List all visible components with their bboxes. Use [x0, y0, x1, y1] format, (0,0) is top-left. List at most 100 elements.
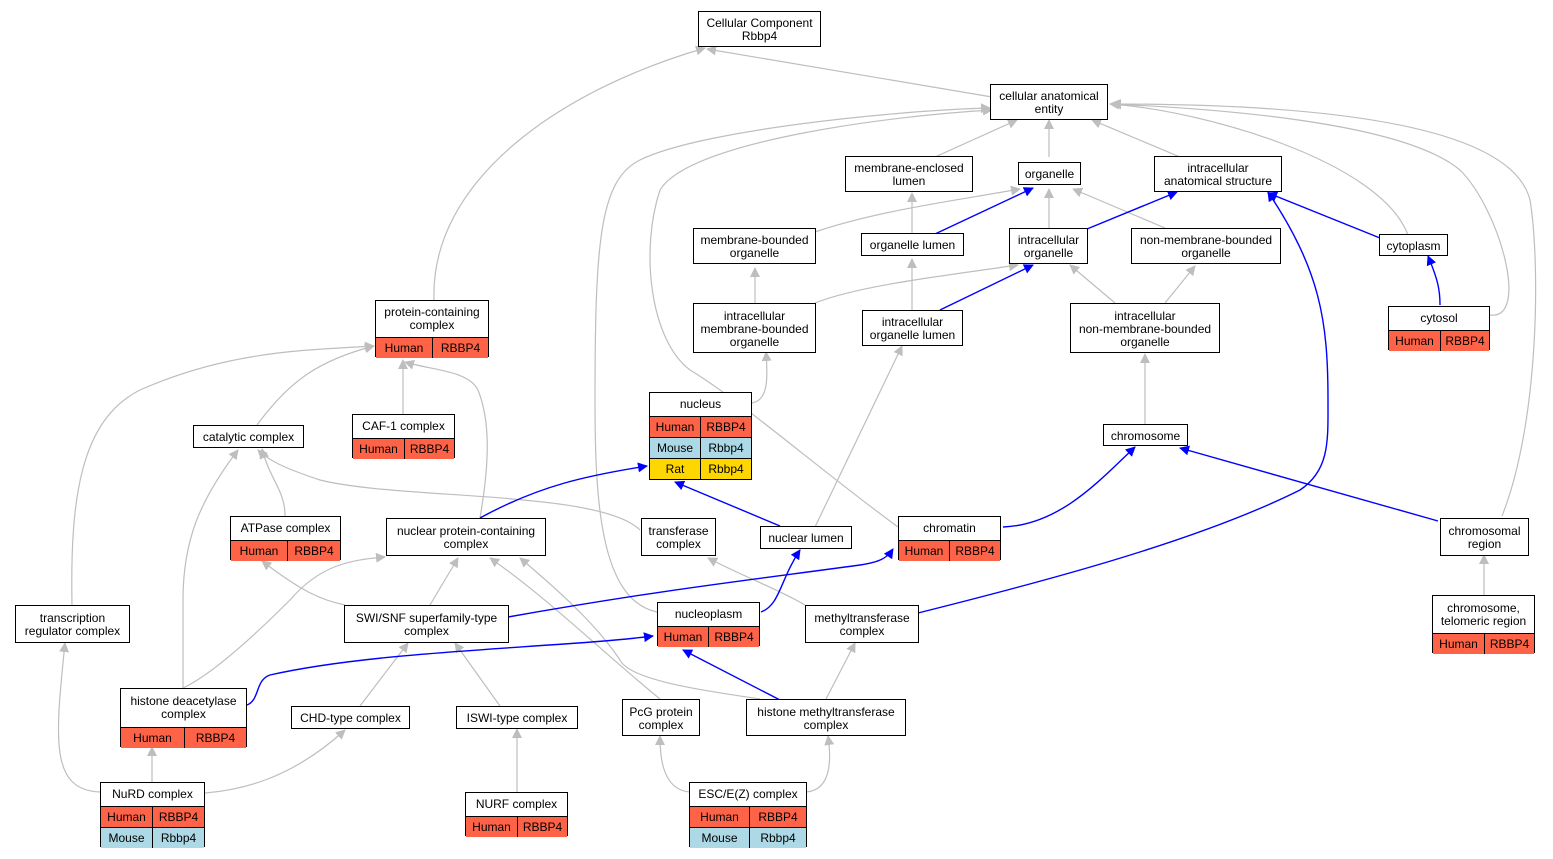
edge-cytosol-cae: [1111, 99, 1510, 316]
edge-mel-cae: [934, 119, 1018, 158]
edge-hdac-npc: [182, 552, 386, 689]
edge-npc-pcc: [404, 359, 488, 519]
node-intracellular-organelle-lumen: intracellular organelle lumen: [862, 310, 963, 346]
species-label: Human: [376, 338, 432, 358]
edge-esc-hmt: [805, 735, 835, 793]
species-label: Human: [650, 417, 700, 437]
species-label: Human: [353, 439, 404, 459]
gene-symbol: RBBP4: [749, 807, 806, 827]
edge-trc-pcc: [71, 341, 375, 606]
node-catalytic-complex: catalytic complex: [193, 425, 304, 448]
species-label: Human: [899, 541, 949, 561]
gene-symbol: Rbbp4: [700, 438, 751, 458]
gene-symbol: RBBP4: [1440, 331, 1489, 351]
node-nuclear-lumen: nuclear lumen: [760, 526, 852, 549]
gene-symbol: Rbbp4: [700, 459, 751, 479]
node-chromosomal-region: chromosomal region: [1440, 518, 1529, 556]
edge-nlum-iol: [814, 345, 903, 528]
edge-trf-cat: [257, 449, 641, 531]
node-cellular-component: Cellular Component Rbbp4: [698, 11, 821, 47]
node-non-membrane-bounded-organelle: non-membrane-bounded organelle: [1131, 228, 1281, 264]
species-label: Mouse: [101, 828, 152, 848]
node-organelle-lumen: organelle lumen: [861, 233, 964, 256]
gene-symbol: RBBP4: [949, 541, 1000, 561]
edge-nucp-nlum: [760, 549, 801, 613]
edge-mtc-ias: [917, 191, 1329, 614]
node-histone-methyltransferase-complex: histone methyltransferase complex: [746, 699, 906, 736]
edge-imbo-io: [814, 261, 1019, 304]
gene-symbol: RBBP4: [700, 417, 751, 437]
node-pcg-protein-complex: PcG protein complex: [622, 699, 700, 736]
edge-cae-cc: [706, 45, 993, 98]
edge-cyto-cae: [1109, 99, 1409, 236]
edge-atp-cat: [259, 448, 286, 517]
node-cytoplasm: cytoplasm: [1379, 234, 1448, 256]
edge-swi-atp: [261, 560, 346, 606]
node-transcription-regulator-complex: transcription regulator complex: [15, 605, 130, 643]
node-chromosome: chromosome: [1103, 424, 1188, 446]
node-transferase-complex: transferase complex: [641, 518, 716, 556]
node-intracellular-anatomical-structure: intracellular anatomical structure: [1154, 156, 1282, 192]
edge-nurd-chd: [204, 729, 346, 794]
gene-symbol: RBBP4: [184, 728, 246, 748]
node-intracellular-membrane-bounded-organelle: intracellular membrane-bounded organelle: [693, 303, 816, 353]
edge-mtc-trf: [707, 557, 806, 606]
species-label: Rat: [650, 459, 700, 479]
edge-chd-swi: [359, 642, 409, 707]
species-label: Human: [658, 627, 708, 647]
edge-esc-pcg: [655, 735, 691, 793]
edge-iol-io: [939, 264, 1034, 311]
gene-symbol: RBBP4: [404, 439, 454, 459]
gene-symbol: RBBP4: [1484, 634, 1534, 654]
edge-hdac-cat: [182, 449, 239, 688]
edge-io-ias: [1086, 190, 1178, 230]
node-cellular-anatomical-entity: cellular anatomical entity: [990, 84, 1108, 120]
node-intracellular-organelle: intracellular organelle: [1009, 228, 1088, 264]
edge-pcg-npc: [489, 557, 661, 700]
gene-symbol: Rbbp4: [749, 828, 806, 848]
gene-symbol: RBBP4: [432, 338, 488, 358]
species-label: Mouse: [650, 438, 700, 458]
edge-ias-cae: [1091, 118, 1181, 158]
edge-npc-nuc: [479, 462, 648, 519]
edge-mbo-org: [814, 185, 1021, 233]
species-label: Human: [231, 541, 287, 561]
species-label: Human: [101, 807, 152, 827]
gene-symbol: RBBP4: [152, 807, 204, 827]
node-methyltransferase-complex: methyltransferase complex: [805, 605, 919, 643]
node-intracellular-non-membrane-bounded-organelle: intracellular non-membrane-bounded organ…: [1070, 303, 1220, 353]
edge-nurd-trc: [57, 642, 101, 793]
species-label: Human: [121, 728, 184, 748]
gene-symbol: RBBP4: [517, 817, 567, 837]
edge-hdac-nucp: [246, 632, 654, 706]
edge-cytosol-cyto: [1426, 255, 1441, 306]
species-label: Human: [690, 807, 749, 827]
edge-nuc-imbo: [751, 351, 772, 404]
gene-symbol: RBBP4: [708, 627, 759, 647]
node-membrane-enclosed-lumen: membrane-enclosed lumen: [845, 156, 973, 192]
gene-symbol: RBBP4: [287, 541, 340, 561]
edge-cat-pcc: [256, 343, 375, 426]
species-label: Human: [1389, 331, 1440, 351]
edge-inmbo-io: [1069, 264, 1116, 304]
species-label: Mouse: [690, 828, 749, 848]
